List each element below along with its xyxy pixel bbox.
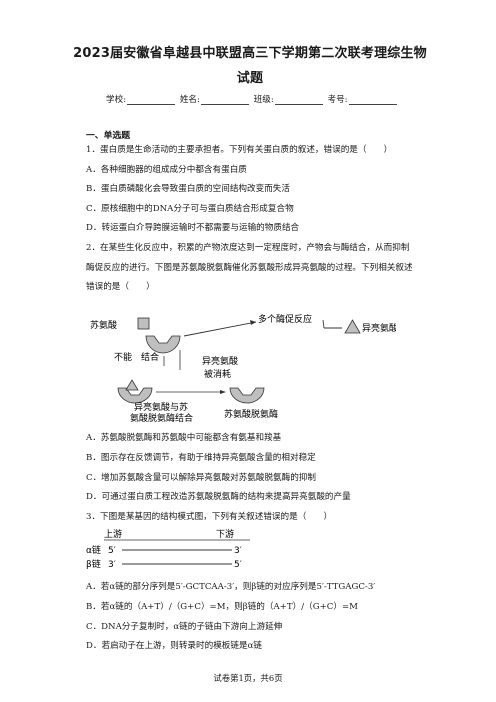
- isoleucine-triangle-icon: [344, 319, 361, 334]
- alpha-strand-label: α链: [86, 544, 101, 556]
- q2-option-d: D．可通过蛋白质工程改造苏氨酸脱氨酶的结构来提高异亮氨酸的产量: [86, 492, 351, 502]
- school-label: 学校:: [106, 95, 127, 105]
- q2-stem-line3: 错误的是（ ）: [86, 282, 155, 292]
- name-blank: [200, 95, 249, 105]
- beta-5-prime: 5′: [234, 560, 242, 570]
- isoleucine-label: 异亮氨酸: [362, 322, 396, 334]
- q3-stem: 3．下图是某基因的结构模式图，下列有关叙述错误的是（ ）: [86, 512, 333, 522]
- consumed-label-2: 被消耗: [204, 368, 231, 380]
- q1-stem: 1．蛋白质是生命活动的主要承担者。下列有关蛋白质的叙述，错误的是（ ）: [86, 145, 393, 155]
- complex-label-1: 异亮氨酸与苏: [134, 401, 188, 413]
- student-info-row: 学校: 姓名: 班级: 考号:: [106, 93, 399, 105]
- free-enzyme-icon: [229, 387, 265, 404]
- threonine-square-icon: [137, 317, 150, 330]
- q1-option-c: C．原核细胞中的DNA分子可与蛋白质结合形成复合物: [86, 204, 294, 214]
- complex-label-2: 氨酸脱氨酶结合: [130, 412, 193, 424]
- q3-option-b: B．若α链的（A+T）/（G+C）=M，则β链的（A+T）/（G+C）=M: [86, 602, 358, 612]
- q3-option-c: C．DNA分子复制时，α链的子链由下游向上游延伸: [86, 622, 283, 632]
- section-heading: 一、单选题: [86, 131, 130, 141]
- number-label: 考号:: [327, 95, 348, 105]
- number-blank: [348, 95, 397, 105]
- name-label: 姓名:: [179, 95, 200, 105]
- enzyme-top-icon: [145, 335, 181, 354]
- q2-option-c: C．增加苏氨酸含量可以解除异亮氨酸对苏氨酸脱氨酶的抑制: [86, 473, 317, 483]
- q2-option-a: A．苏氨酸脱氨酶和苏氨酸中可能都含有氨基和羧基: [86, 433, 282, 443]
- bind-label: 结合: [141, 351, 159, 363]
- feedback-inhibition-diagram: 苏氨酸 多个酶促反应 异亮氨酸 不能 结合 异亮氨酸 被消耗 异亮氨酸与苏 氨酸…: [90, 313, 396, 424]
- alpha-3-prime: 3′: [234, 546, 242, 556]
- q1-option-a: A．各种细胞器的组成成分中都含有蛋白质: [86, 165, 247, 175]
- exam-title-line1: 2023届安徽省阜越县中联盟高三下学期第二次联考理综生物: [73, 46, 427, 61]
- q3-option-a: A．若α链的部分序列是5′-GCTCAA-3′，则β链的对应序列是5′-TTGA…: [86, 582, 376, 592]
- threonine-label: 苏氨酸: [90, 319, 117, 331]
- q2-stem-line2: 酶促反应的进行。下图是苏氨酸脱氨酶催化苏氨酸形成异亮氨酸的过程。下列相关叙述: [86, 263, 413, 273]
- page-footer: 试卷第1页，共6页: [213, 673, 283, 683]
- class-blank: [274, 95, 323, 105]
- exam-title-line2: 试题: [236, 71, 264, 86]
- q2-stem-line1: 2．在某些生化反应中，积累的产物浓度达到一定程度时，产物会与酶结合，从而抑制: [86, 243, 410, 253]
- q2-option-b: B．图示存在反馈调节，有助于维持异亮氨酸含量的相对稳定: [86, 453, 316, 463]
- q1-option-b: B．蛋白质磷酸化会导致蛋白质的空间结构改变而失活: [86, 184, 290, 194]
- beta-strand-label: β链: [86, 558, 101, 570]
- q3-option-d: D．若启动子在上游，则转录时的模板链是α链: [86, 641, 262, 651]
- school-blank: [127, 95, 176, 105]
- alpha-5-prime: 5′: [108, 546, 116, 556]
- beta-3-prime: 3′: [108, 560, 116, 570]
- q1-option-d: D．转运蛋白介导跨膜运输时不都需要与运输的物质结合: [86, 223, 300, 233]
- class-label: 班级:: [253, 95, 274, 105]
- upstream-label: 上游: [104, 528, 122, 540]
- cannot-bind-label: 不能: [114, 351, 132, 363]
- enzyme-label: 苏氨酸脱氨酶: [224, 408, 278, 420]
- consumed-label-1: 异亮氨酸: [202, 355, 238, 367]
- downstream-label: 下游: [216, 528, 234, 540]
- gene-structure-diagram: 上游 下游 α链 5′ 3′ β链 3′ 5′: [86, 528, 250, 570]
- reactions-label: 多个酶促反应: [258, 313, 312, 325]
- inhibited-enzyme-icon: [117, 387, 153, 404]
